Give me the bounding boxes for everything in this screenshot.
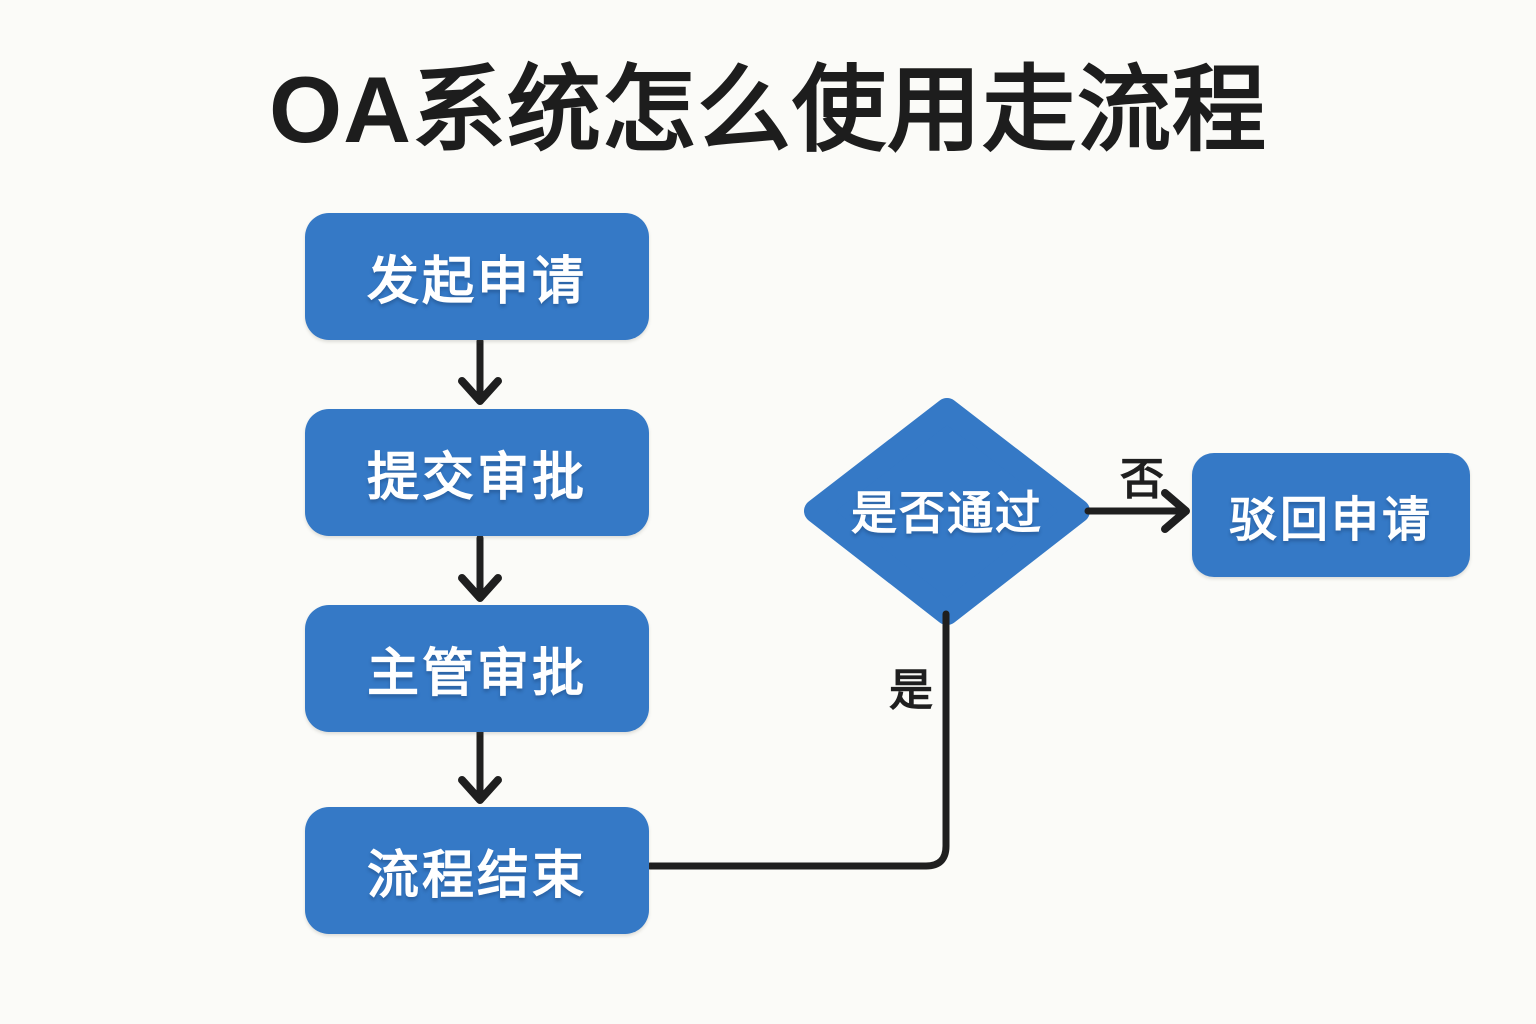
edge-start-submit-arrow bbox=[458, 337, 502, 405]
node-submit-approval: 提交审批 bbox=[305, 409, 649, 536]
edge-label-yes: 是 bbox=[889, 666, 933, 715]
node-reject-application: 驳回申请 bbox=[1192, 453, 1470, 577]
node-supervisor-approval: 主管审批 bbox=[305, 605, 649, 732]
edge-review-end-arrow bbox=[458, 728, 502, 804]
node-process-end: 流程结束 bbox=[305, 807, 649, 934]
decision-diamond-shape bbox=[804, 398, 1090, 625]
page-title: OA系统怎么使用走流程 bbox=[268, 57, 1267, 162]
edge-label-no: 否 bbox=[1120, 455, 1164, 504]
node-start-application: 发起申请 bbox=[305, 213, 649, 340]
edge-decision-reject-arrow bbox=[1084, 489, 1190, 533]
edge-decision-end-line bbox=[646, 610, 950, 870]
edge-submit-review-arrow bbox=[458, 534, 502, 602]
